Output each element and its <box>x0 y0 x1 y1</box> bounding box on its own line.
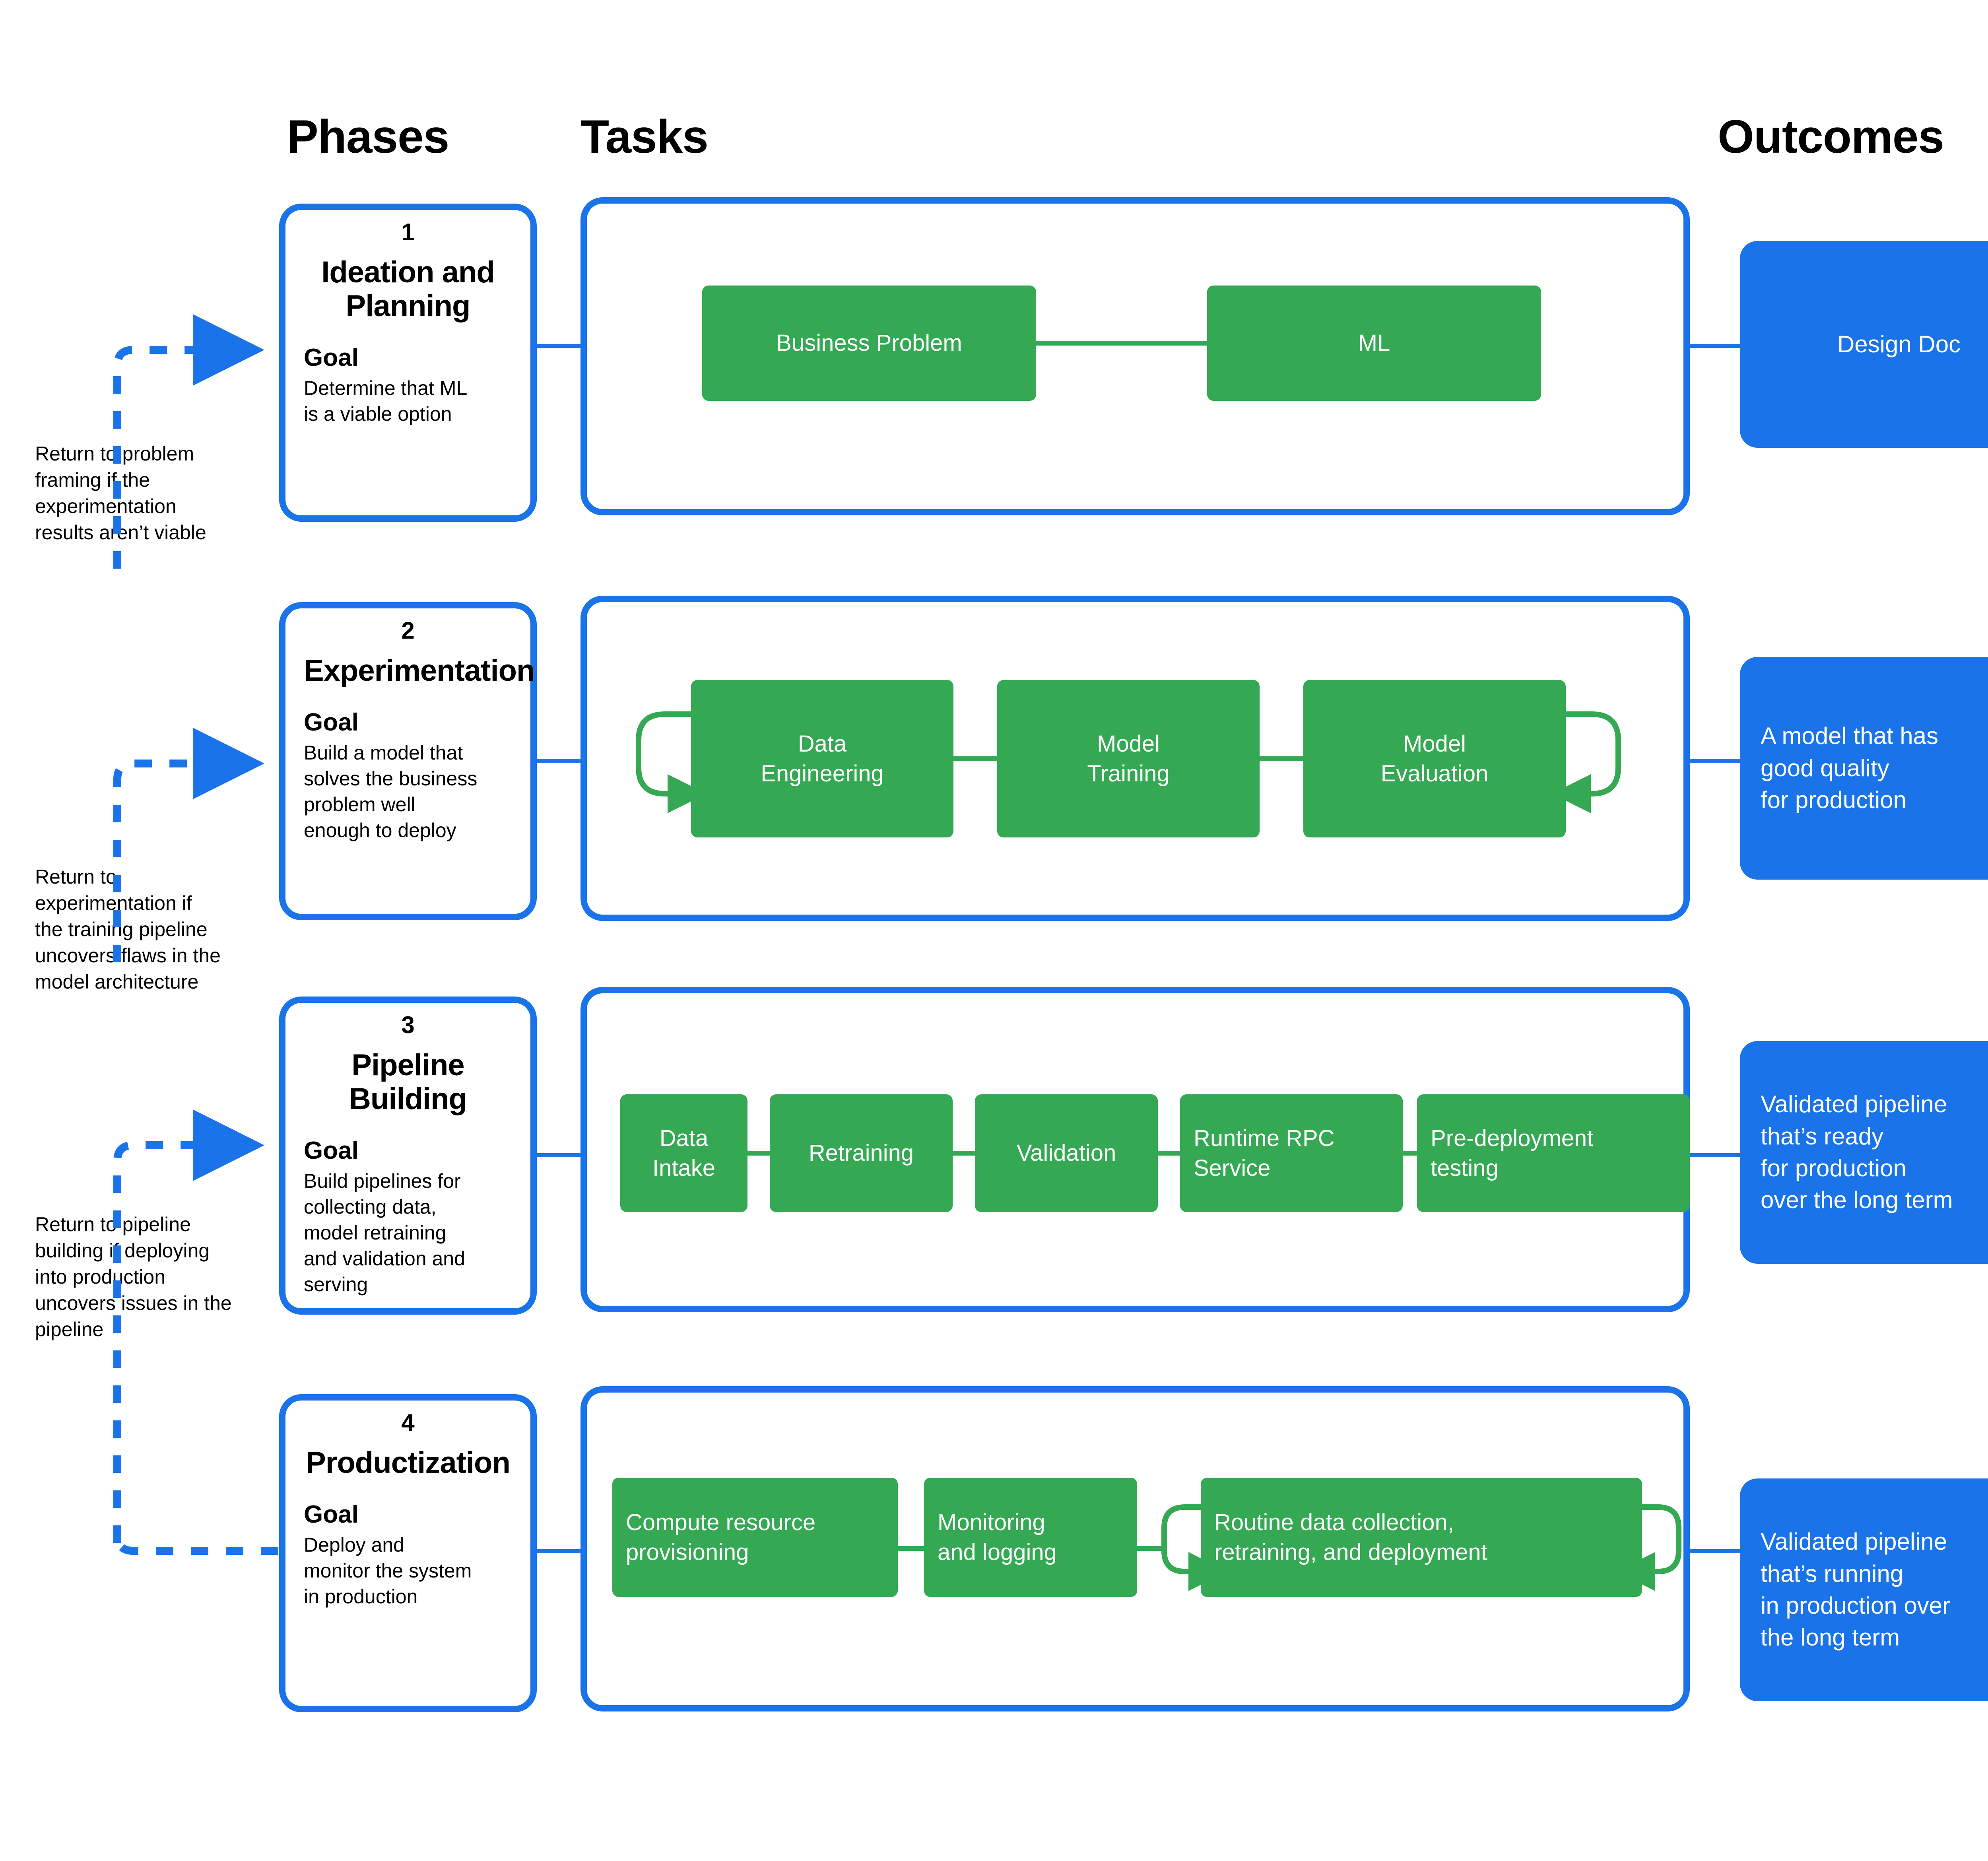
task-box-validation[interactable]: Validation <box>975 1094 1158 1212</box>
return-note-2: Return to experimentation if the trainin… <box>35 866 221 993</box>
goal-label-1: Goal <box>304 344 359 372</box>
connector-model-training-model-evaluation <box>1260 756 1303 761</box>
phase-title-1: Ideation and Planning <box>321 255 495 323</box>
connector-tasks3-outcome3 <box>1690 1153 1740 1157</box>
connector-compute-monitoring <box>898 1546 924 1551</box>
connector-phase2-tasks <box>537 759 580 763</box>
dashed-return-arrow-3 <box>113 1109 264 1543</box>
task-box-retraining[interactable]: Retraining <box>770 1094 953 1212</box>
outcome-box-4[interactable]: Validated pipeline that’s running in pro… <box>1740 1478 1988 1701</box>
phase-title-2: Experimentation <box>304 654 535 688</box>
connector-tasks1-outcome1 <box>1690 344 1740 348</box>
connector-business-problem-ml <box>1036 341 1207 346</box>
connector-tasks4-outcome4 <box>1690 1549 1740 1553</box>
task-box-ml[interactable]: ML <box>1207 286 1541 401</box>
task-box-model-training[interactable]: Model Training <box>997 680 1260 837</box>
return-note-3: Return to pipeline building if deploying… <box>35 1213 232 1340</box>
goal-label-3: Goal <box>304 1137 359 1165</box>
connector-phase1-tasks <box>537 344 580 348</box>
phase-card-3[interactable]: 3 Pipeline Building Goal Build pipelines… <box>279 997 537 1315</box>
task-box-pre-deployment-testing[interactable]: Pre-deployment testing <box>1417 1094 1690 1212</box>
goal-label-4: Goal <box>304 1501 359 1529</box>
connector-tasks2-outcome2 <box>1690 759 1740 763</box>
task-box-compute-resource-provisioning[interactable]: Compute resource provisioning <box>612 1478 898 1597</box>
dashed-return-source-phase4 <box>113 1535 278 1555</box>
phase-title-3: Pipeline Building <box>349 1048 467 1116</box>
phase-title-4: Productization <box>306 1446 511 1480</box>
outcome-box-3[interactable]: Validated pipeline that’s ready for prod… <box>1740 1041 1988 1264</box>
phase-card-1[interactable]: 1 Ideation and Planning Goal Determine t… <box>279 204 537 522</box>
task-box-data-intake[interactable]: Data Intake <box>620 1094 747 1212</box>
goal-text-1: Determine that ML is a viable option <box>304 377 468 425</box>
task-box-monitoring-and-logging[interactable]: Monitoring and logging <box>924 1478 1137 1597</box>
task-box-data-engineering[interactable]: Data Engineering <box>691 680 953 837</box>
goal-text-2: Build a model that solves the business p… <box>304 742 478 842</box>
column-header-phases: Phases <box>287 111 449 163</box>
phase-number-3: 3 <box>401 1012 415 1038</box>
column-header-outcomes: Outcomes <box>1718 111 1944 163</box>
connector-runtime-rpc-pre-deployment <box>1403 1151 1417 1156</box>
task-box-runtime-rpc-service[interactable]: Runtime RPC Service <box>1180 1094 1403 1212</box>
connector-validation-runtime-rpc <box>1158 1151 1180 1156</box>
task-box-business-problem[interactable]: Business Problem <box>702 286 1036 401</box>
goal-label-2: Goal <box>304 709 359 736</box>
column-header-tasks: Tasks <box>580 111 709 163</box>
outcome-box-2[interactable]: A model that has good quality for produc… <box>1740 657 1988 880</box>
goal-text-3: Build pipelines for collecting data, mod… <box>304 1170 465 1296</box>
connector-retraining-validation <box>953 1151 975 1156</box>
connector-phase4-tasks <box>537 1549 580 1553</box>
connector-data-engineering-model-training <box>953 756 997 761</box>
phase-card-4[interactable]: 4 Productization Goal Deploy and monitor… <box>279 1394 537 1712</box>
connector-data-intake-retraining <box>747 1151 770 1156</box>
phase-number-4: 4 <box>401 1409 415 1436</box>
connector-phase3-tasks <box>537 1153 580 1157</box>
connector-monitoring-routine <box>1137 1546 1166 1551</box>
return-note-1: Return to problem framing if the experim… <box>35 443 206 544</box>
phase-number-2: 2 <box>401 617 415 644</box>
task-box-routine-data-collection[interactable]: Routine data collection, retraining, and… <box>1201 1478 1642 1597</box>
goal-text-4: Deploy and monitor the system in product… <box>304 1534 472 1608</box>
phase-number-1: 1 <box>401 219 415 245</box>
outcome-box-1[interactable]: Design Doc <box>1740 241 1988 448</box>
task-box-model-evaluation[interactable]: Model Evaluation <box>1303 680 1566 837</box>
phase-card-2[interactable]: 2 Experimentation Goal Build a model tha… <box>279 602 537 920</box>
